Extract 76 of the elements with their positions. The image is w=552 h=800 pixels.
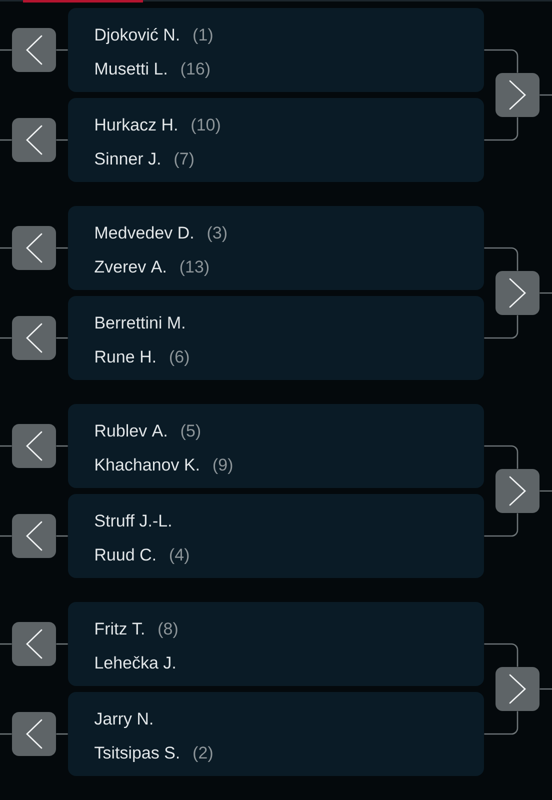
connector-line bbox=[0, 49, 12, 51]
connector-line bbox=[0, 643, 12, 645]
connector-line bbox=[484, 49, 518, 73]
arrow-button bbox=[12, 28, 56, 72]
match-card bbox=[68, 494, 484, 578]
player-name: Fritz T. bbox=[96, 622, 144, 635]
player-name: Rublev A. bbox=[96, 424, 166, 437]
connector-line bbox=[484, 247, 518, 271]
arrow-button bbox=[496, 469, 540, 513]
seed-number: (5) bbox=[181, 424, 200, 440]
seed-number: (10) bbox=[192, 118, 220, 134]
connector-line bbox=[56, 445, 68, 447]
connector-line bbox=[540, 490, 552, 492]
match-card bbox=[68, 8, 484, 92]
match-card bbox=[68, 404, 484, 488]
arrow-button bbox=[12, 226, 56, 270]
arrow-button bbox=[496, 271, 540, 315]
seed-number: (8) bbox=[158, 622, 178, 638]
player-name: Jarry N. bbox=[94, 712, 152, 728]
match-card bbox=[68, 692, 484, 776]
connector-line bbox=[540, 94, 552, 96]
connector-line bbox=[56, 643, 68, 645]
connector-line bbox=[484, 315, 518, 339]
connector-line bbox=[56, 49, 68, 51]
seed-number: (7) bbox=[174, 152, 194, 168]
arrow-button bbox=[496, 73, 540, 117]
arrow-button bbox=[12, 424, 56, 468]
player-name: Khachanov K. bbox=[96, 458, 198, 471]
connector-line bbox=[56, 733, 68, 735]
connector-line bbox=[0, 445, 12, 447]
player-name: Berrettini M. bbox=[96, 316, 184, 329]
player-name: Musetti L. bbox=[96, 62, 166, 75]
seed-number: (3) bbox=[208, 226, 226, 242]
seed-number: (6) bbox=[170, 350, 189, 366]
arrow-button bbox=[12, 622, 56, 666]
match-card bbox=[68, 98, 484, 182]
connector-line bbox=[0, 535, 12, 537]
connector-line bbox=[484, 445, 518, 469]
connector-line bbox=[0, 247, 12, 249]
connector-line bbox=[484, 117, 518, 141]
connector-line bbox=[484, 513, 518, 537]
player-name: Zverev A. bbox=[94, 260, 166, 273]
connector-line bbox=[56, 247, 68, 249]
connector-line bbox=[484, 643, 518, 667]
match-card bbox=[68, 602, 484, 686]
connector-line bbox=[56, 535, 68, 537]
connector-line bbox=[56, 337, 68, 339]
player-name: Tsitsipas S. bbox=[94, 746, 179, 762]
seed-number: (1) bbox=[194, 28, 212, 44]
match-card bbox=[68, 206, 484, 290]
seed-number: (2) bbox=[194, 746, 212, 762]
player-name: Ruud C. bbox=[96, 548, 155, 561]
arrow-button bbox=[12, 316, 56, 360]
arrow-button bbox=[12, 712, 56, 756]
seed-number: (16) bbox=[181, 62, 210, 78]
player-name: Struff J.-L. bbox=[94, 514, 171, 527]
player-name: Hurkacz H. bbox=[96, 118, 177, 131]
arrow-button bbox=[496, 667, 540, 711]
seed-number: (4) bbox=[170, 548, 189, 564]
connector-line bbox=[0, 337, 12, 339]
connector-line bbox=[56, 139, 68, 141]
match-card bbox=[68, 296, 484, 380]
connector-line bbox=[0, 139, 12, 141]
seed-number: (13) bbox=[180, 260, 209, 276]
connector-line bbox=[540, 688, 552, 690]
arrow-button bbox=[12, 514, 56, 558]
connector-line bbox=[0, 733, 12, 735]
player-name: Medvedev D. bbox=[96, 226, 193, 239]
seed-number: (9) bbox=[214, 458, 232, 474]
player-name: Lehečka J. bbox=[96, 656, 175, 669]
player-name: Rune H. bbox=[96, 350, 155, 363]
player-name: Sinner J. bbox=[94, 152, 160, 165]
arrow-button bbox=[12, 118, 56, 162]
player-name: Djoković N. bbox=[96, 28, 179, 44]
connector-line bbox=[484, 711, 518, 735]
connector-line bbox=[540, 292, 552, 294]
